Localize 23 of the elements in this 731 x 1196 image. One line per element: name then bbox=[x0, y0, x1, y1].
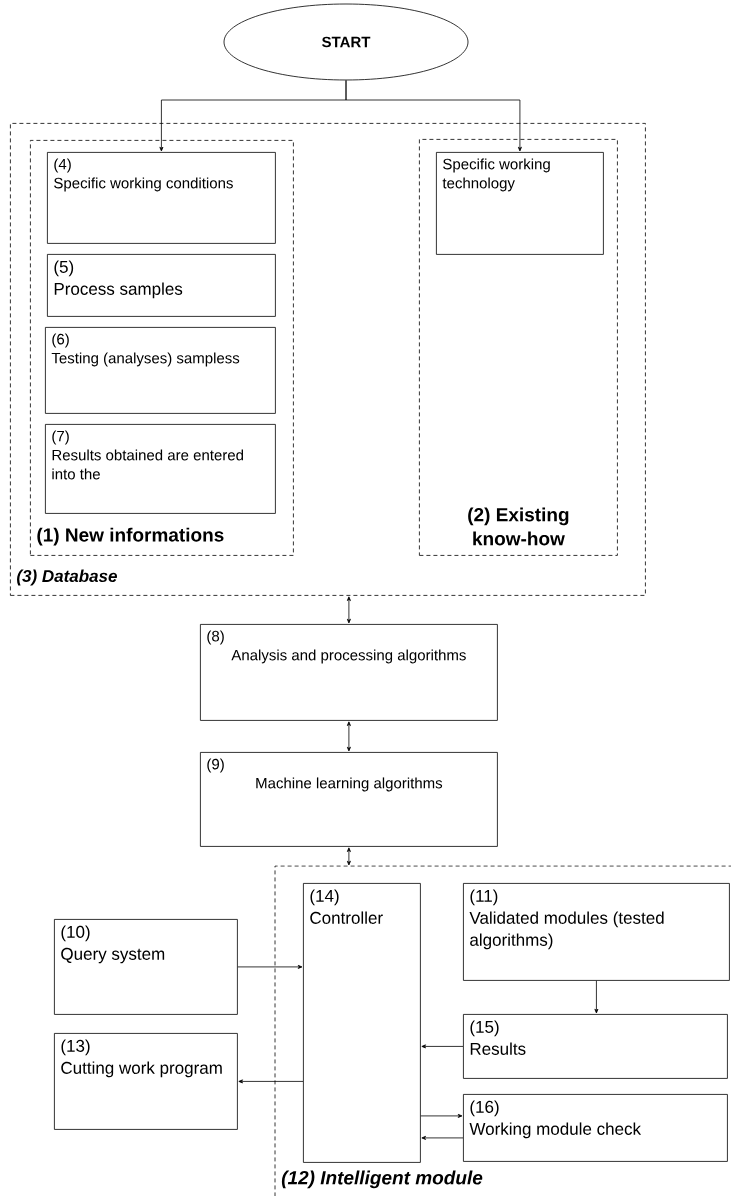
arrow bbox=[346, 847, 351, 866]
process-box: (8) Analysis and processing algorithms bbox=[200, 624, 498, 721]
process-box: Specific working technology bbox=[436, 152, 604, 255]
arrow bbox=[346, 721, 351, 752]
process-box: (6) Testing (analyses) sampless bbox=[45, 327, 276, 414]
process-box: (10) Query system bbox=[54, 919, 238, 1015]
arrow bbox=[346, 596, 351, 624]
arrow bbox=[594, 980, 599, 1014]
process-box: (9) Machine learning algorithms bbox=[200, 752, 498, 847]
process-box: (14) Controller bbox=[303, 883, 421, 1163]
process-box: (13) Cutting work program bbox=[54, 1033, 238, 1130]
process-box: (5) Process samples bbox=[47, 254, 276, 317]
arrow bbox=[237, 964, 303, 969]
process-box: (7) Results obtained are entered into the bbox=[45, 424, 276, 514]
process-box: (11) Validated modules (tested algorithms) bbox=[463, 883, 730, 981]
arrow bbox=[345, 80, 522, 152]
arrow bbox=[420, 1113, 463, 1118]
arrow bbox=[421, 1044, 464, 1049]
process-box: (15) Results bbox=[463, 1014, 728, 1079]
arrow bbox=[238, 1079, 304, 1084]
arrow bbox=[421, 1135, 464, 1140]
process-box: (4) Specific working conditions bbox=[47, 152, 276, 244]
process-box: (16) Working module check bbox=[463, 1094, 728, 1162]
